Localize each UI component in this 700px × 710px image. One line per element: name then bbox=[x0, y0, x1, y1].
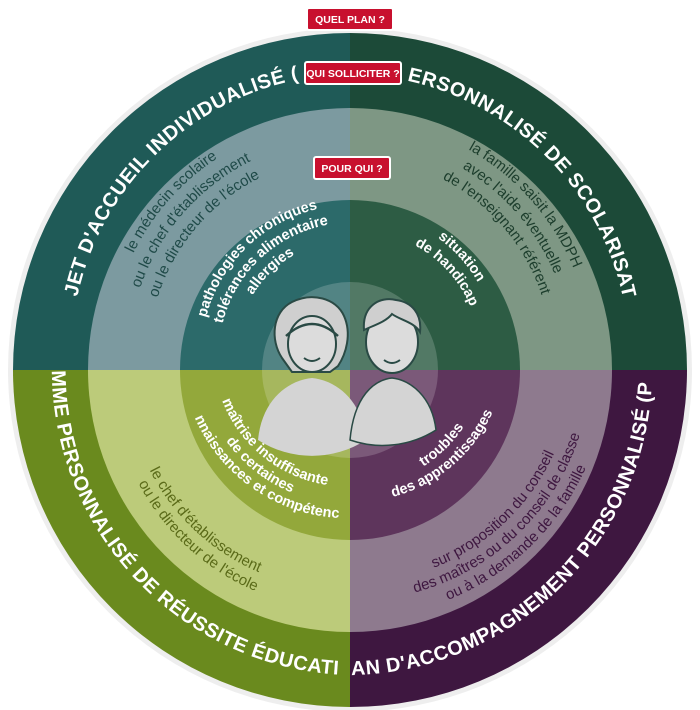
quel-plan-tag: QUEL PLAN ? bbox=[306, 7, 394, 31]
qui-solliciter-tag: QUI SOLLICITER ? bbox=[304, 61, 402, 85]
svg-text:QUEL PLAN ?: QUEL PLAN ? bbox=[315, 14, 385, 26]
boy-avatar-icon bbox=[349, 298, 437, 447]
svg-text:POUR QUI ?: POUR QUI ? bbox=[321, 163, 382, 175]
girl-avatar-icon bbox=[258, 296, 366, 456]
svg-text:QUI SOLLICITER ?: QUI SOLLICITER ? bbox=[306, 68, 399, 80]
pour-qui-tag: POUR QUI ? bbox=[313, 156, 391, 180]
